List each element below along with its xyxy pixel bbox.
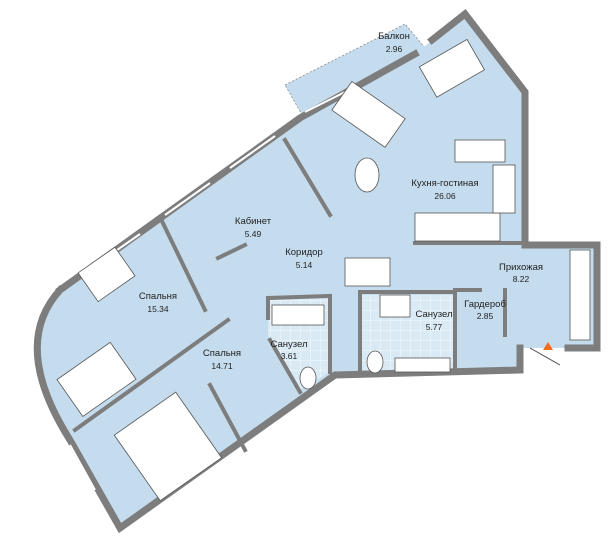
furniture: [56, 38, 591, 502]
windows: [69, 91, 346, 491]
room-name: Прихожая: [499, 262, 543, 273]
room-hallway: Прихожая 8.22: [499, 262, 543, 284]
room-bathroom-1: Санузел 3.61: [270, 339, 307, 361]
room-area: 5.77: [426, 322, 443, 332]
room-name: Кабинет: [235, 216, 272, 227]
room-name: Гардероб: [464, 299, 506, 310]
room-name: Санузел: [415, 309, 452, 320]
room-name: Спальня: [139, 291, 177, 302]
triangle-entrance-icon: [543, 342, 553, 350]
room-name: Спальня: [203, 348, 241, 359]
room-name: Коридор: [285, 247, 323, 258]
room-name: Кухня-гостиная: [411, 178, 478, 189]
room-area: 2.96: [386, 44, 403, 54]
interior-walls: [72, 137, 527, 453]
room-area: 5.14: [296, 260, 313, 270]
room-area: 5.49: [245, 229, 262, 239]
entrance-door: [529, 347, 561, 366]
room-area: 3.61: [281, 351, 298, 361]
room-name: Балкон: [378, 31, 410, 42]
room-bathroom-2: Санузел 5.77: [415, 309, 452, 332]
room-balcony: Балкон 2.96: [378, 31, 410, 54]
room-corridor: Коридор 5.14: [285, 247, 323, 270]
room-wardrobe: Гардероб 2.85: [464, 299, 506, 321]
room-name: Санузел: [270, 339, 307, 350]
room-bedroom-1: Спальня 15.34: [139, 291, 177, 314]
room-area: 14.71: [211, 361, 233, 371]
room-kitchen-living: Кухня-гостиная 26.06: [411, 178, 478, 201]
room-area: 2.85: [477, 311, 494, 321]
room-area: 26.06: [434, 191, 456, 201]
room-area: 15.34: [147, 304, 169, 314]
room-bedroom-2: Спальня 14.71: [203, 348, 241, 371]
room-study: Кабинет 5.49: [235, 216, 272, 239]
room-area: 8.22: [513, 274, 530, 284]
